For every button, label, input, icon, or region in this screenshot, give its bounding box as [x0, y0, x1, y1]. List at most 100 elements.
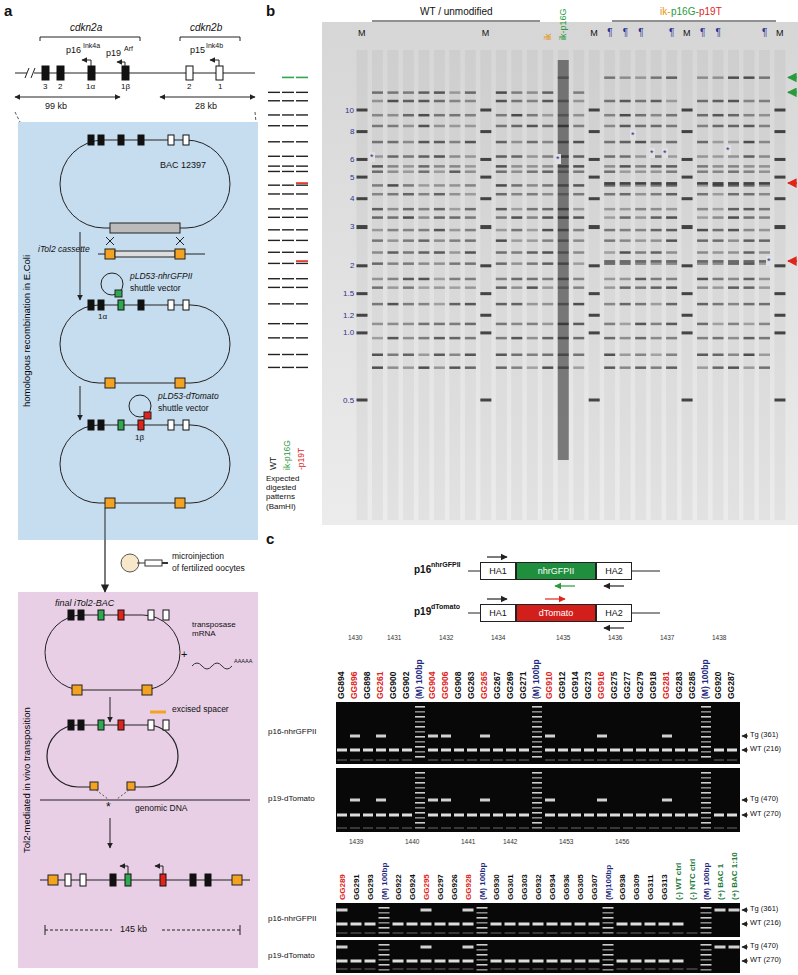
primer-dimer: [428, 827, 438, 829]
lane-label: GG297: [436, 874, 445, 900]
expected-band: [282, 77, 294, 79]
gel-lane: [774, 50, 785, 520]
ladder-band: [589, 399, 600, 402]
pcr-band: [545, 814, 555, 817]
pcr-band: [506, 814, 516, 817]
gel-band: [635, 125, 646, 128]
gel-band: [759, 251, 770, 254]
lane-label: GG896: [350, 672, 360, 699]
gel-band: [465, 262, 476, 265]
lane-label: GG263: [467, 672, 477, 699]
gel-band: [604, 303, 615, 306]
gel-band: [620, 193, 631, 196]
gel-band: [744, 182, 755, 185]
gel-number: 1430: [348, 634, 362, 641]
ladder-band: [379, 954, 390, 956]
gel-band: [403, 165, 414, 168]
gel-band: [542, 91, 553, 94]
gel-band: [558, 251, 569, 254]
gel-band: [728, 239, 739, 242]
pcr-band: [376, 799, 386, 802]
gel-band: [403, 125, 414, 128]
ladder-band: [415, 711, 425, 713]
ladder-band: [701, 964, 712, 966]
lane-label: GG277: [623, 672, 633, 699]
box-label: nhrGFPII: [538, 566, 575, 576]
gel-band: [744, 100, 755, 103]
gel-band: [387, 286, 398, 289]
ladder-band: [774, 399, 785, 402]
ladder-band: [415, 777, 425, 779]
gel-band: [635, 251, 646, 254]
primer-dimer: [435, 968, 446, 970]
expected-band: [282, 354, 294, 355]
gel-band: [372, 208, 383, 211]
band-arrow: [788, 77, 797, 79]
ladder-band: [379, 917, 390, 919]
promoter-arrow: [120, 866, 128, 874]
box-label: HA2: [605, 608, 623, 618]
primer-dimer: [441, 759, 451, 761]
gel-band: [713, 165, 724, 168]
ladder-band: [701, 751, 711, 753]
expected-band: [268, 287, 280, 288]
pcr-band: [610, 814, 620, 817]
ladder-band: [701, 802, 711, 804]
star-mark: *: [766, 256, 772, 266]
ladder-band: [357, 158, 368, 161]
tol2-arm: [175, 249, 185, 259]
promoter-arrow: [82, 60, 91, 66]
gel-band: [697, 216, 708, 219]
ladder-band: [357, 399, 368, 402]
lane-label: GG920: [714, 672, 724, 699]
step-arrow: [110, 697, 111, 722]
gel-band: [635, 208, 646, 211]
row-label: p19-dTomato: [268, 951, 315, 960]
gel-band: [728, 278, 739, 281]
gel-number: 1441: [461, 838, 475, 845]
lane-label: GG924: [408, 874, 417, 900]
exon: [186, 66, 193, 80]
gel-band: [434, 229, 445, 232]
ladder-band: [415, 817, 425, 819]
ladder-band: [532, 802, 542, 804]
pcr-band: [688, 814, 698, 817]
ladder-band: [357, 331, 368, 334]
size-label: 8: [350, 127, 354, 136]
gel-band: [635, 354, 646, 357]
primer-dimer: [589, 932, 600, 934]
star-mark: *: [725, 145, 731, 155]
band-pointer: [742, 815, 748, 816]
expected-band: [282, 217, 294, 218]
gel-band: [496, 337, 507, 340]
gel-band: [387, 91, 398, 94]
lane-label: GG908: [454, 672, 464, 699]
pcr-band: [714, 749, 724, 752]
gel-band: [666, 251, 677, 254]
gel-band: [542, 208, 553, 211]
gel-lane: [542, 50, 553, 520]
pcr-band: [533, 960, 544, 963]
gel-image: [322, 22, 798, 525]
part-label: shuttle vector: [130, 284, 181, 294]
primer-dimer: [441, 827, 451, 829]
exon: [57, 66, 64, 80]
gel-band: [635, 141, 646, 144]
exon-number: 1β: [135, 433, 144, 442]
construct-box: HA1: [480, 562, 516, 580]
gel-band: [449, 239, 460, 242]
pcr-band: [714, 814, 724, 817]
gel-image: [336, 768, 740, 832]
gel-band: [558, 141, 569, 144]
gel-band: [372, 91, 383, 94]
ladder-band: [532, 726, 542, 728]
ladder-band: [589, 176, 600, 179]
gel-band: [620, 155, 631, 158]
gel-band: [697, 251, 708, 254]
pcr-band: [454, 814, 464, 817]
gel-number: 1442: [503, 838, 517, 845]
primer-dimer: [480, 827, 490, 829]
lane-label: GG275: [610, 672, 620, 699]
gel-band: [372, 170, 383, 173]
ladder-band: [480, 109, 491, 112]
